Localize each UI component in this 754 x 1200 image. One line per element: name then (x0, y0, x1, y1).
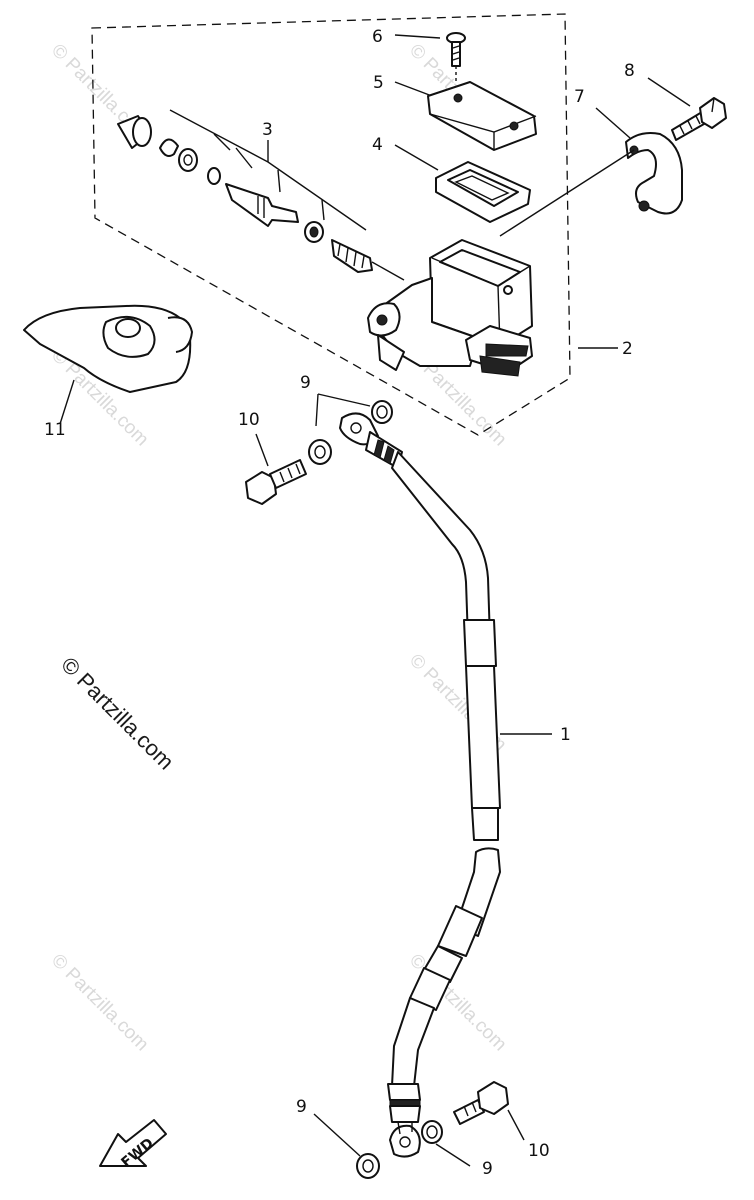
callout-10-bottom: 10 (528, 1141, 550, 1161)
diaphragm-4[interactable] (394, 144, 531, 223)
callout-3: 3 (262, 120, 273, 140)
brake-hose-1[interactable] (339, 412, 552, 1158)
union-bolt-10-bottom[interactable] (453, 1081, 525, 1141)
master-cylinder-body-2[interactable] (367, 239, 618, 377)
callout-10-top: 10 (238, 410, 260, 430)
washer-9-bottom[interactable] (313, 1113, 471, 1179)
reservoir-cap-5[interactable] (394, 81, 537, 151)
callout-9-bottom-right: 9 (482, 1159, 493, 1179)
callout-5: 5 (373, 73, 384, 93)
callout-6: 6 (372, 27, 383, 47)
callout-9-bottom-left: 9 (296, 1097, 307, 1117)
callout-9-top: 9 (300, 373, 311, 393)
bolt-8[interactable] (647, 77, 727, 141)
lever-cover-11[interactable] (23, 304, 193, 425)
piston-kit-3[interactable] (117, 109, 405, 281)
callout-11: 11 (44, 420, 66, 440)
fwd-arrow: FWD (99, 1119, 167, 1171)
callout-2: 2 (622, 339, 633, 359)
callout-7: 7 (574, 87, 585, 107)
callout-1: 1 (560, 725, 571, 745)
callout-4: 4 (372, 135, 383, 155)
callout-8: 8 (624, 61, 635, 81)
union-bolt-10-top[interactable] (245, 433, 307, 505)
screw-6[interactable] (394, 32, 466, 84)
assembly-boundary (91, 13, 571, 436)
washer-9-top[interactable] (308, 393, 393, 465)
holder-7[interactable] (499, 107, 683, 237)
